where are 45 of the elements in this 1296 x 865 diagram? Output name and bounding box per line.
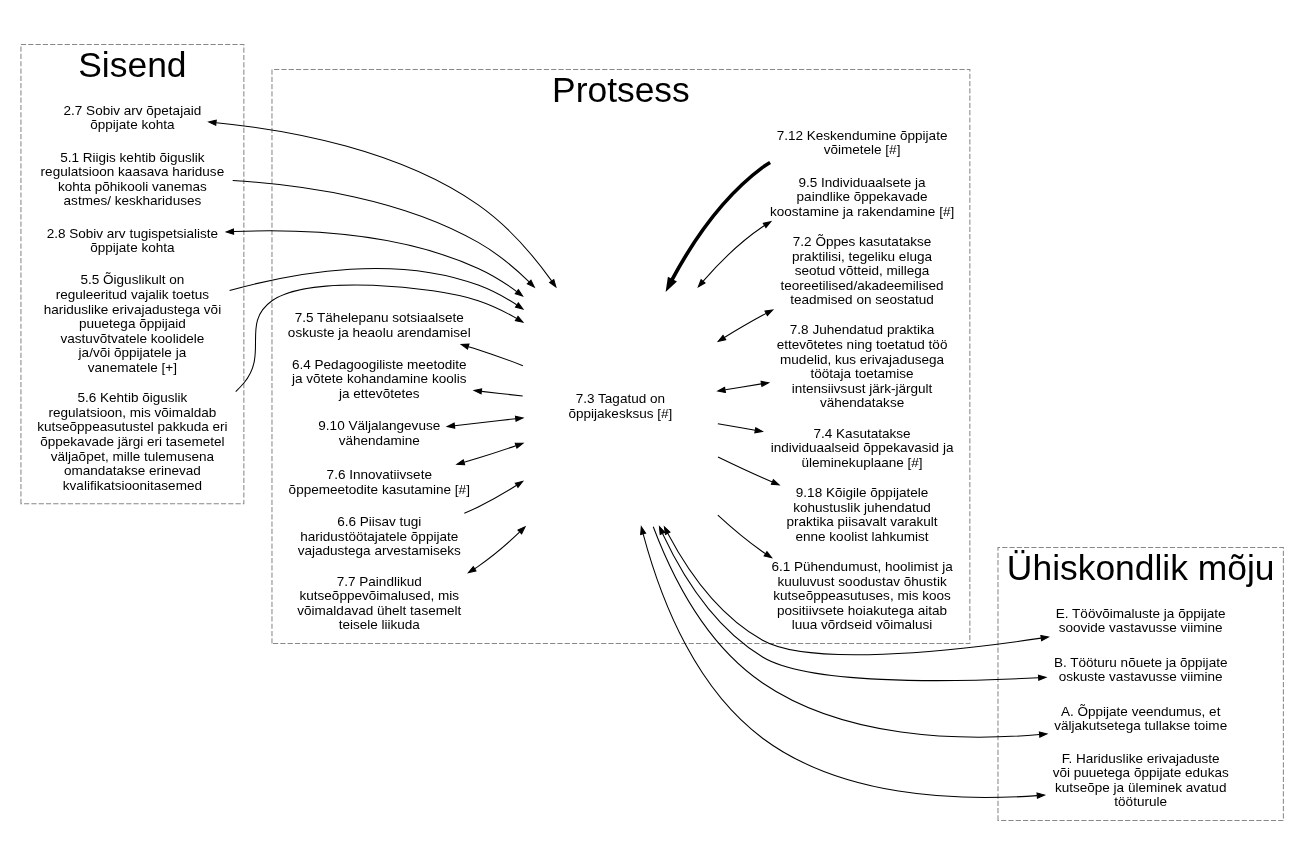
arrow	[235, 284, 525, 393]
arrow	[445, 415, 525, 429]
node-text: 7.2 Õppes kasutatakse praktilisi, tegeliku eluga seotud võtteid, millega teoreetilised/akadeemilised teadmised on seostatud	[780, 233, 944, 308]
arrow	[640, 525, 1047, 799]
node-text: 7.8 Juhendatud praktika ettevõtetes ning toetatud töö mudelid, kus erivajadusega töötaja toetamise intensiivsust järk-järgult vähendatakse	[776, 322, 948, 411]
arrow	[459, 343, 524, 367]
node-text: 5.5 Õiguslikult on reguleeritud vajalik toetus hariduslike erivajadustega või puuetega õppijaid vastuvõtvatele koolidele ja/või õppijatele ja vanematele [+]	[43, 272, 222, 375]
arrow	[665, 160, 772, 292]
arrow	[652, 526, 1049, 738]
arrow	[224, 228, 524, 297]
arrow	[717, 423, 764, 434]
node-text: 6.1 Pühendumust, hoolimist ja kuuluvust soodustav õhustik kutseõppeasutuses, mis koos positiivsete hoiakutega aitab luua võrdseid võimalusi	[771, 558, 953, 633]
arrow	[463, 480, 525, 514]
node-text: 2.8 Sobiv arv tugispetsialiste õppijate kohta	[46, 225, 219, 256]
arrow	[472, 388, 524, 397]
arrow	[455, 442, 525, 466]
arrow	[717, 514, 773, 559]
arrow	[663, 525, 1050, 656]
arrow	[658, 525, 1048, 682]
node-text: 7.6 Innovatiivsete õppemeetodite kasutamine [#]	[288, 467, 470, 497]
node-text: 5.6 Kehtib õiguslik regulatsioon, mis võimaldab kutseõppeasutustel pakkuda eri õppekavade järgi eri tasemetel väljaõpet, mille tulemusena omandatakse erinevad kvalifikatsioonitasemed	[37, 390, 228, 493]
node-text: 9.5 Individuaalsete ja paindlike õppekavade koostamine ja rakendamine [#]	[769, 174, 955, 219]
node-text: 5.1 Riigis kehtib õiguslik regulatsioon kaasava hariduse kohta põhikooli vanemas astmes/ keskhariduses	[40, 149, 225, 209]
node-text: 6.6 Piisav tugi haridustöötajatele õppijate vajadustega arvestamiseks	[297, 514, 461, 559]
node-text: B. Tööturu nõuete ja õppijate oskuste vastavusse viimine	[1053, 654, 1228, 685]
node-text: 7.3 Tagatud on õppijakesksus [#]	[568, 391, 673, 421]
arrow	[232, 179, 536, 289]
arrow	[716, 309, 775, 343]
arrow	[697, 220, 773, 289]
node-text: 9.10 Väljalangevuse vähendamine	[318, 418, 441, 448]
node-text: 7.12 Keskendumine õppijate võimetele [#]	[776, 127, 948, 158]
node-text: 9.18 Kõigile õppijatele kohustuslik juhendatud praktika piisavalt varakult enne koolist lahkumist	[786, 484, 938, 544]
node-text: A. Õppijate veendumus, et väljakutsetega tullakse toime	[1054, 703, 1228, 734]
node-text: 6.4 Pedagoogiliste meetodite ja võtete kohandamine koolis ja ettevõtetes	[292, 356, 467, 402]
arrow	[467, 525, 527, 574]
arrow	[716, 380, 771, 393]
node-text: F. Hariduslike erivajaduste või puuetega õppijate edukas kutseõpe ja üleminek avatud tööturule	[1052, 750, 1229, 810]
arrow	[207, 119, 557, 289]
node-text: 7.4 Kasutatakse individuaalseid õppekavasid ja üleminekuplaane [#]	[770, 425, 954, 470]
node-text: 7.7 Paindlikud kutseõppevõimalused, mis võimaldavad ühelt tasemelt teisele liikuda	[297, 573, 462, 633]
node-text: 7.5 Tähelepanu sotsiaalsete oskuste ja heaolu arendamisel	[287, 309, 471, 340]
node-text: E. Töövõimaluste ja õppijate soovide vastavusse viimine	[1055, 605, 1226, 636]
arrow	[229, 267, 525, 310]
arrow	[717, 456, 781, 486]
node-text: 2.7 Sobiv arv õpetajaid õppijate kohta	[63, 102, 202, 133]
